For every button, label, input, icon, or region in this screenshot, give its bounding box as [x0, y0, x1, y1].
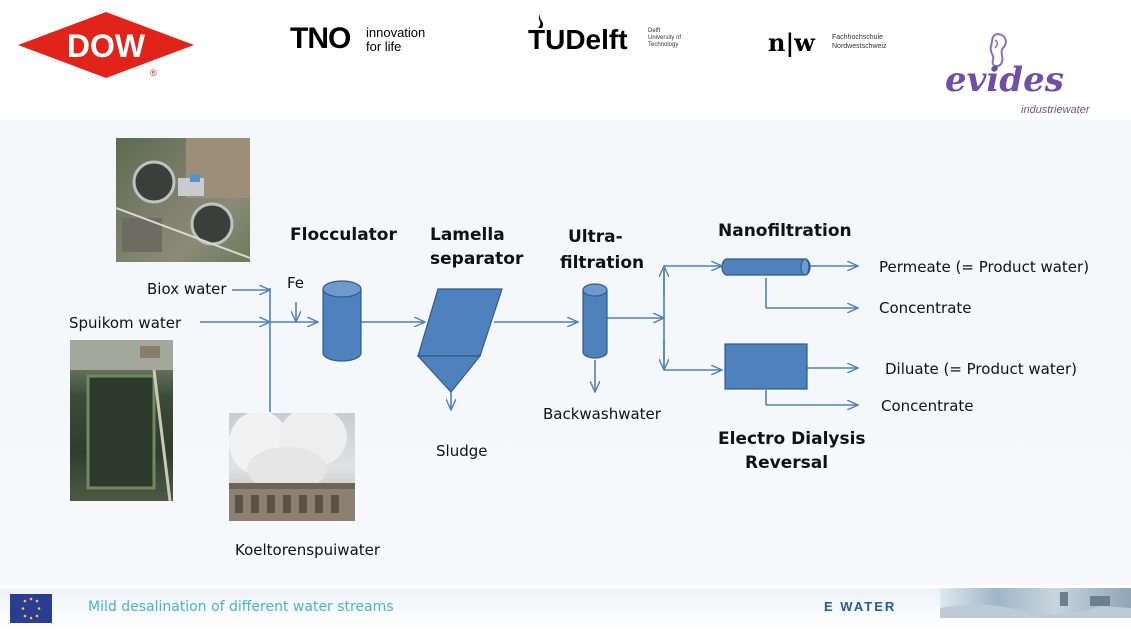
- e4water-logo: E WATER: [820, 596, 930, 620]
- nanofiltration-title: Nanofiltration: [718, 221, 852, 241]
- tno-logo: TNO innovation for life: [290, 22, 440, 60]
- fe-label: Fe: [287, 274, 305, 292]
- koeltorenspuiwater-label: Koeltorenspuiwater: [235, 541, 381, 559]
- tno-logo-text: TNO: [290, 22, 351, 55]
- dow-logo-text: DOW: [67, 28, 146, 64]
- tno-tagline-2: for life: [366, 39, 402, 54]
- evides-logo-text: evides: [945, 60, 1064, 100]
- spuikom-aerial-photo: [70, 340, 173, 501]
- e4water-logo-text: E WATER: [824, 599, 897, 614]
- sludge-label: Sludge: [436, 442, 488, 460]
- tudelft-small-3: Technology: [648, 42, 679, 48]
- fhnw-small-2: Nordwestschweiz: [832, 43, 887, 50]
- dow-logo-mark: ®: [150, 68, 157, 78]
- diluate-label: Diluate (= Product water): [885, 360, 1077, 378]
- lamella-title-line1: Lamella: [430, 225, 505, 245]
- nanofiltration-module: [721, 258, 811, 276]
- fhnw-logo-text: n|w: [768, 28, 815, 57]
- ultrafiltration-module: [582, 283, 608, 359]
- dow-logo: DOW ®: [18, 10, 194, 80]
- tudelft-small-1: Delft: [648, 28, 661, 34]
- cooling-tower-photo: [229, 413, 355, 521]
- backwashwater-label: Backwashwater: [543, 405, 661, 423]
- logo-strip: DOW ® TNO innovation for life TUDelft De…: [0, 0, 1131, 120]
- flame-icon: [538, 14, 544, 28]
- tudelft-logo-text: TUDelft: [528, 24, 628, 55]
- seahorse-icon: [989, 32, 1007, 68]
- lamella-separator-vessel: [416, 288, 503, 393]
- tno-tagline-1: innovation: [366, 25, 426, 40]
- eu-flag-icon: [10, 594, 52, 623]
- biox-water-label: Biox water: [147, 280, 227, 298]
- footer-banner-image: [940, 588, 1131, 618]
- evides-logo: evides industriewater: [935, 30, 1115, 120]
- nf-concentrate-label: Concentrate: [879, 299, 972, 317]
- edr-module: [724, 343, 808, 390]
- spuikom-water-label: Spuikom water: [69, 314, 182, 332]
- edr-concentrate-label: Concentrate: [881, 397, 974, 415]
- lamella-title-line2: separator: [430, 249, 524, 269]
- footer-bar: Mild desalination of different water str…: [0, 588, 1131, 632]
- footer-title: Mild desalination of different water str…: [88, 599, 394, 615]
- tudelft-small-2: University of: [648, 35, 682, 41]
- fhnw-logo: n|w Fachhochschule Nordwestschweiz: [768, 28, 918, 64]
- tudelft-logo: TUDelft Delft University of Technology: [528, 12, 688, 62]
- ultrafiltration-title-line1: Ultra-: [568, 227, 623, 247]
- flocculator-vessel: [322, 280, 362, 362]
- edr-title-line1: Electro Dialysis: [718, 429, 866, 449]
- evides-subtitle: industriewater: [1021, 104, 1090, 116]
- treatment-plant-aerial-photo: [116, 138, 250, 262]
- edr-title-line2: Reversal: [745, 453, 829, 473]
- fhnw-small-1: Fachhochschule: [832, 34, 883, 41]
- flocculator-title: Flocculator: [290, 225, 397, 245]
- permeate-label: Permeate (= Product water): [879, 258, 1090, 276]
- ultrafiltration-title-line2: filtration: [560, 253, 645, 273]
